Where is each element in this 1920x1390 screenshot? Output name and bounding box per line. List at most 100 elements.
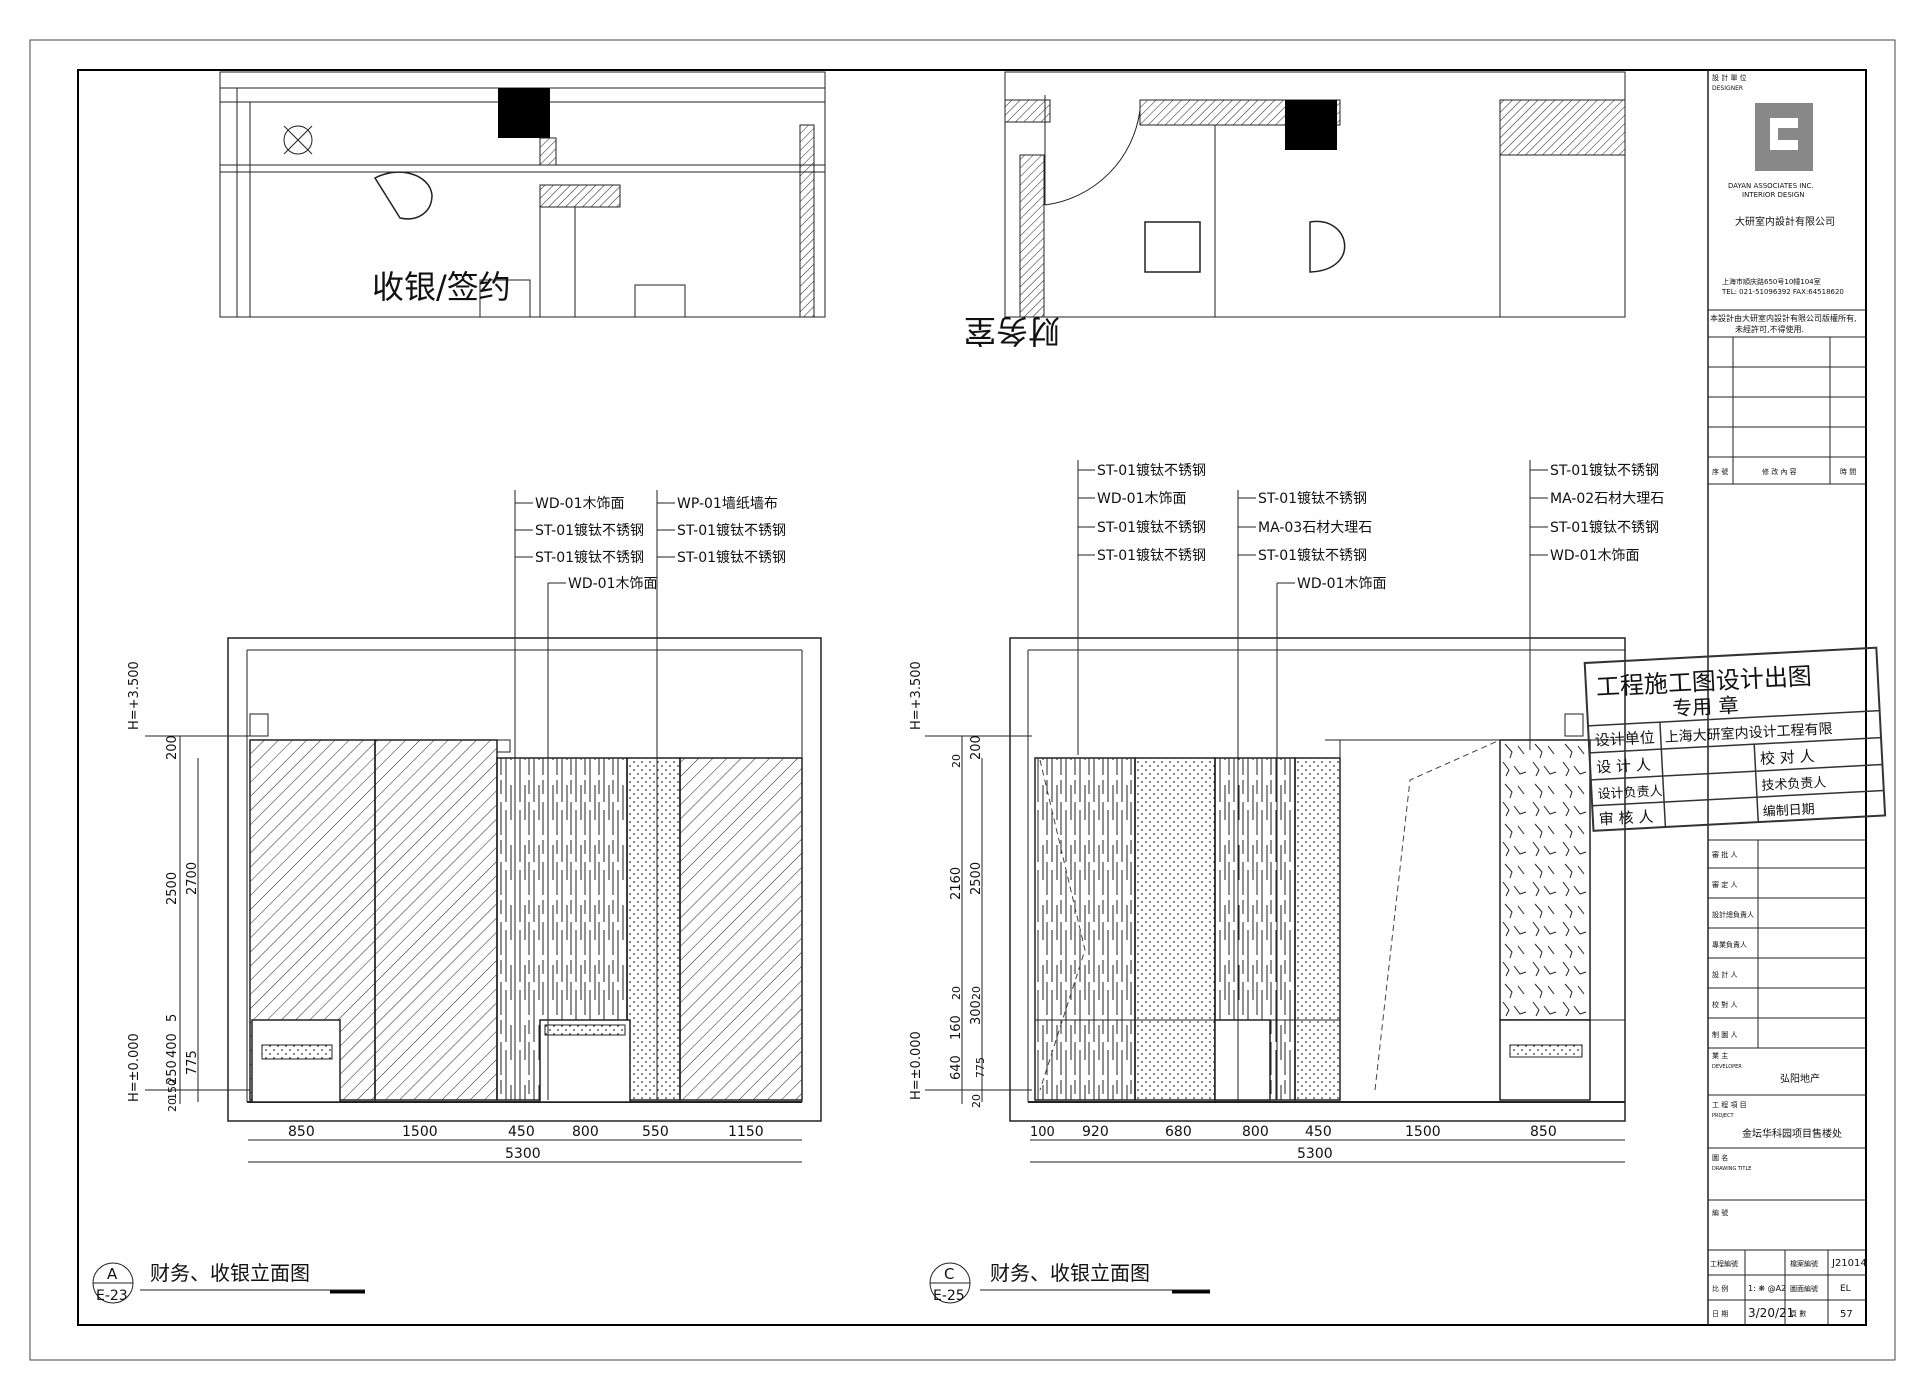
callout-label: MA-03石材大理石 — [1258, 520, 1372, 536]
chair-icon — [373, 171, 433, 220]
designer-label: 設 計 單 位 — [1712, 73, 1747, 82]
pages: 57 — [1840, 1309, 1853, 1320]
room-label-finance: 财务室 — [964, 312, 1060, 350]
rev-header: 時 間 — [1840, 468, 1856, 476]
dim-v: 160 — [949, 1015, 964, 1040]
callout-label: ST-01镀钛不锈钢 — [677, 549, 786, 566]
dim-v: 20 — [950, 754, 963, 768]
title-sheet: E-25 — [933, 1288, 965, 1304]
callout-label: WD-01木饰面 — [1097, 491, 1187, 507]
stamp-field: 校 对 人 — [1760, 747, 1815, 768]
dim-v: 20 — [970, 1094, 983, 1108]
callout-label: ST-01镀钛不锈钢 — [1097, 519, 1206, 536]
title-block: 設 計 單 位 DESIGNER DAYAN ASSOCIATES INC. I… — [1583, 70, 1887, 1325]
developer-en: DEVELOPER — [1712, 1064, 1742, 1070]
dim-h: 1150 — [728, 1124, 764, 1140]
role-label: 設計總負責人 — [1712, 910, 1754, 919]
file-no-label: 檔案編號 — [1790, 1259, 1818, 1268]
scale-label: 比 例 — [1712, 1284, 1728, 1293]
stamp-field: 设计单位 — [1594, 728, 1655, 749]
elevation-c-title: C E-25 财务、收银立面图 — [929, 1261, 1210, 1304]
callout-label: WD-01木饰面 — [1297, 576, 1387, 592]
company-address: 上海市順庆路650号10幢104室 — [1722, 277, 1821, 286]
door-swing-icon — [1044, 109, 1141, 206]
elevation-c-callouts: ST-01镀钛不锈钢 WD-01木饰面 ST-01镀钛不锈钢 ST-01镀钛不锈… — [1077, 460, 1664, 1100]
proj-no-label: 工程編號 — [1710, 1259, 1738, 1268]
role-label: 審 批 人 — [1712, 850, 1737, 859]
dim-h: 450 — [508, 1124, 535, 1140]
dim-h: 1500 — [1405, 1124, 1441, 1140]
floor-plan-c: 财务室 — [964, 71, 1626, 350]
stamp-field: 技术负责人 — [1761, 776, 1827, 794]
elevation-a-title: A E-23 财务、收银立面图 — [92, 1261, 365, 1304]
floor-plan-a: 收银/签约 — [219, 71, 826, 318]
role-label: 制 圖 人 — [1712, 1030, 1737, 1039]
role-label: 審 定 人 — [1712, 880, 1737, 889]
stamp-field: 审 核 人 — [1598, 808, 1653, 829]
sheet-no-label: 圖面編號 — [1790, 1284, 1818, 1293]
elevation-c — [1009, 637, 1626, 1122]
copyright: 未經許可,不得使用. — [1735, 324, 1804, 334]
sofa — [1499, 1019, 1591, 1101]
role-label: 設 計 人 — [1712, 970, 1737, 979]
dim-v: 20 — [950, 986, 963, 1000]
file-no: J21014 — [1831, 1258, 1867, 1269]
callout-label: ST-01镀钛不锈钢 — [1258, 490, 1367, 507]
marble-panel — [1499, 739, 1591, 1021]
title-sheet: E-23 — [96, 1288, 128, 1304]
dim-h: 920 — [1082, 1124, 1109, 1140]
level-top: H=+3.500 — [909, 661, 924, 730]
wood-panel — [1034, 757, 1136, 1101]
rev-header: 修 改 內 容 — [1762, 467, 1797, 476]
dim-v: 5 — [165, 1014, 180, 1022]
project-label: 工 程 項 目 — [1712, 1100, 1747, 1109]
project-name: 金坛华科园项目售楼处 — [1742, 1127, 1842, 1140]
callout-label: ST-01镀钛不锈钢 — [1097, 462, 1206, 479]
logo-text: INTERIOR DESIGN — [1742, 191, 1805, 199]
callout-label: ST-01镀钛不锈钢 — [1550, 519, 1659, 536]
dim-h: 680 — [1165, 1124, 1192, 1140]
dim-h: 850 — [288, 1124, 315, 1140]
level-top: H=+3.500 — [127, 661, 142, 730]
glass-panel — [374, 739, 498, 1101]
stamp-field: 设计负责人 — [1597, 784, 1663, 802]
dim-v: 250 — [165, 1060, 180, 1085]
dim-v: 775 — [185, 1050, 200, 1075]
dim-h: 1500 — [402, 1124, 438, 1140]
callout-label: WD-01木饰面 — [568, 576, 658, 592]
callout-label: ST-01镀钛不锈钢 — [535, 549, 644, 566]
inner-border — [77, 69, 1867, 1326]
dim-h: 850 — [1530, 1124, 1557, 1140]
floor-drain-icon — [283, 125, 313, 155]
date-label: 日 期 — [1712, 1310, 1728, 1318]
role-label: 校 對 人 — [1712, 1000, 1737, 1009]
pages-label: 頁 數 — [1790, 1309, 1806, 1318]
drawing-title: 财务、收银立面图 — [150, 1261, 310, 1285]
stone-panel — [1294, 757, 1341, 1101]
dim-v: 2700 — [185, 862, 200, 895]
sofa — [251, 1019, 341, 1103]
dim-h: 800 — [1242, 1124, 1269, 1140]
dim-v: 2500 — [165, 872, 180, 905]
callout-label: ST-01镀钛不锈钢 — [535, 522, 644, 539]
callout-label: ST-01镀钛不锈钢 — [1258, 547, 1367, 564]
title-letter: A — [107, 1265, 118, 1283]
elevation-a — [227, 637, 822, 1122]
drawing-en: DRAWING TITLE — [1712, 1166, 1751, 1172]
glass-panel — [679, 757, 803, 1101]
outer-border — [29, 39, 1896, 1361]
stamp-field: 设 计 人 — [1596, 756, 1651, 777]
room-label-cashier: 收银/签约 — [372, 268, 511, 306]
elevation-a-dimensions: H=+3.500 H=±0.000 200 2500 5 400 250 150… — [127, 661, 802, 1163]
stone-panel — [1134, 757, 1216, 1101]
wallpaper-panel — [626, 757, 681, 1101]
chair-icon-c — [1309, 220, 1346, 273]
dim-v: 2500 — [969, 862, 984, 895]
callout-label: MA-02石材大理石 — [1550, 491, 1664, 507]
drawing-label: 圖 名 — [1712, 1153, 1728, 1162]
designer-en: DESIGNER — [1712, 85, 1743, 92]
dim-v: 150 — [166, 1079, 179, 1100]
callout-label: WD-01木饰面 — [1550, 548, 1640, 564]
elevation-c-dimensions: H=+3.500 H=±0.000 200 2500 20 300 20 20 … — [909, 661, 1625, 1163]
desk — [1214, 1019, 1271, 1101]
